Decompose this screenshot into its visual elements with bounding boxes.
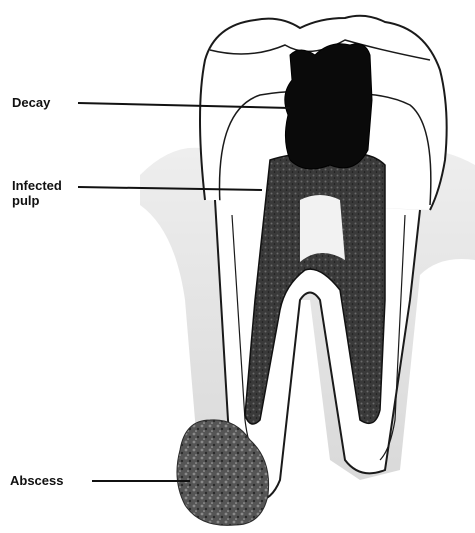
root-dentin <box>300 195 345 262</box>
abscess-label: Abscess <box>10 473 63 488</box>
decay-cavity <box>285 44 372 169</box>
abscess-label-text: Abscess <box>10 473 63 488</box>
decay-label-text: Decay <box>12 95 50 110</box>
decay-label: Decay <box>12 95 50 110</box>
infected-pulp-label-line1: Infected <box>12 178 62 193</box>
infected-pulp-label-line2: pulp <box>12 193 62 208</box>
infected-pulp-label: Infected pulp <box>12 178 62 208</box>
